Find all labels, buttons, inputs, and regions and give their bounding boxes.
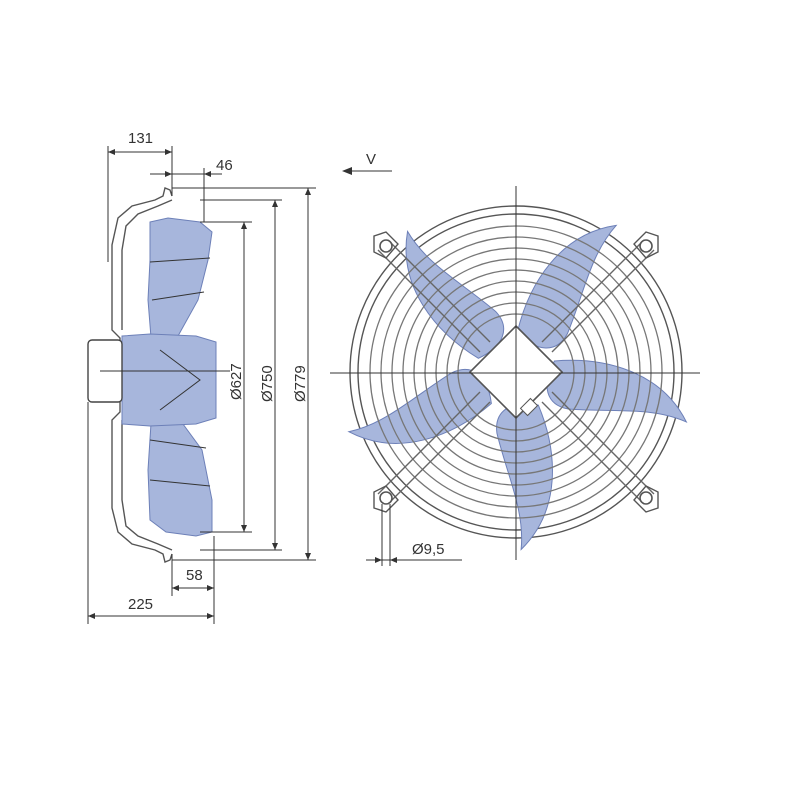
dim-131-arrows [108,149,172,155]
airflow-direction: V [342,151,392,175]
dim-hole-label: Ø9,5 [412,541,445,558]
strut-bottom-right [541,391,655,505]
mount-hole-bottom-right [639,491,653,505]
front-blade [516,224,618,349]
dia-627-label: Ø627 [228,363,245,400]
front-struts [377,239,655,505]
mount-hole-top-right [639,239,653,253]
dim-131-label: 131 [128,130,153,147]
strut-top-right [541,239,655,353]
front-mount-brackets [373,231,659,513]
strut-bottom-left [377,391,491,505]
dim-225-label: 225 [128,596,153,613]
side-blade-lower [147,407,213,537]
front-view: Ø9,5 [330,186,700,566]
front-hub-connector [519,397,539,417]
side-blade-detail [149,257,211,487]
side-frame-inner [121,199,173,551]
dim-58-label: 58 [186,567,203,584]
direction-arrow-head [342,167,352,175]
side-hub [121,333,217,427]
dim-hole-arrows [375,557,397,563]
side-view: 131 46 58 225 Ø627 Ø750 Ø779 [87,130,316,624]
dia-750-label: Ø750 [259,365,276,402]
dim-46-label: 46 [216,157,233,174]
strut-top-left [377,239,491,353]
dia-779-label: Ø779 [292,365,309,402]
mount-hole-bottom-left [379,491,393,505]
mount-hole-top-left [379,239,393,253]
side-blade-upper [147,217,213,351]
direction-label: V [366,151,376,168]
mount-bracket-outlines [373,231,659,513]
